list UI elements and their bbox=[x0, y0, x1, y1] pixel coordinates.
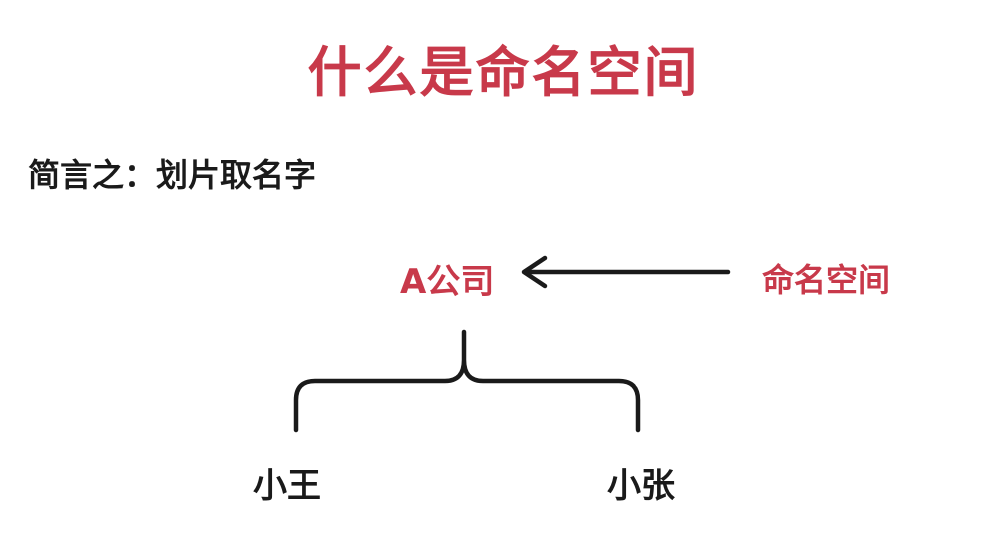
page-title: 什么是命名空间 bbox=[307, 41, 700, 104]
grouping-brace bbox=[293, 329, 641, 433]
namespace-label: 命名空间 bbox=[762, 261, 891, 299]
child-node-label: 小张 bbox=[607, 466, 675, 506]
subtitle: 简言之：划片取名字 bbox=[28, 156, 317, 194]
left-arrow bbox=[521, 255, 731, 289]
child-node-label: 小王 bbox=[253, 466, 321, 506]
parent-node-label: A公司 bbox=[400, 262, 495, 302]
